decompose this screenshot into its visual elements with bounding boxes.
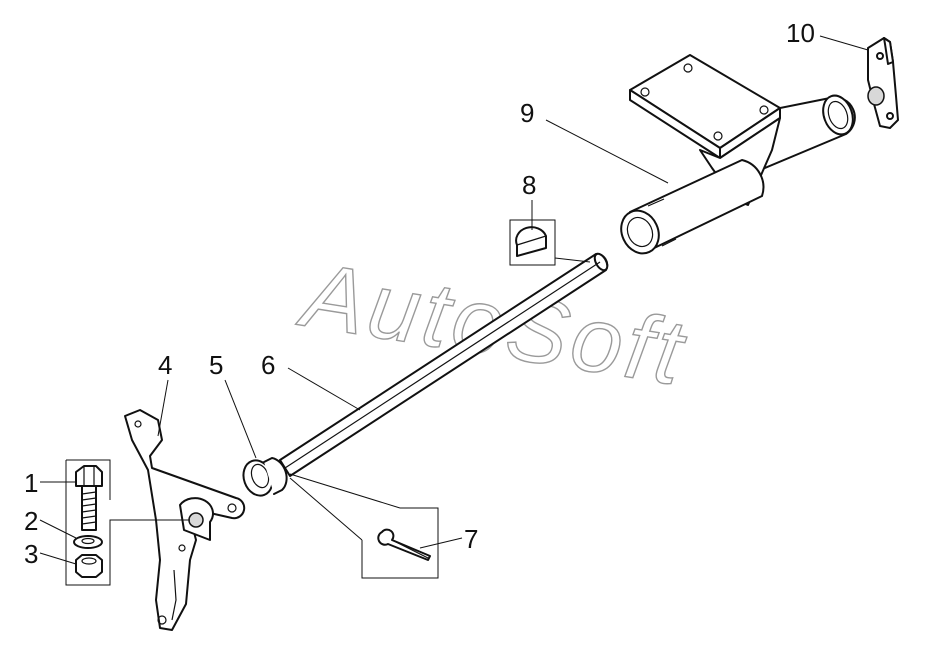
part-5-washer: [242, 457, 288, 497]
callout-5: 5: [209, 350, 223, 380]
callout-labels: 1 2 3 4 5 6 7 8 9 10: [24, 18, 815, 569]
part-7-cotter-pin: [361, 507, 439, 579]
leader-lines: [39, 35, 869, 565]
fastener-group: [65, 459, 190, 586]
part-6-shaft: [279, 252, 609, 477]
part-10-clip: [867, 37, 899, 129]
callout-9: 9: [520, 98, 534, 128]
callout-3: 3: [24, 539, 38, 569]
callout-8: 8: [522, 170, 536, 200]
callout-2: 2: [24, 506, 38, 536]
part-2-washer: [73, 535, 103, 549]
callout-1: 1: [24, 468, 38, 498]
part-9-bracket-tube: [620, 54, 856, 255]
callout-10: 10: [786, 18, 815, 48]
fastener-frame: [65, 459, 190, 586]
callout-7: 7: [464, 524, 478, 554]
part-1-bolt: [75, 465, 103, 531]
part-3-nut: [75, 554, 103, 578]
part-7-frame: [361, 507, 439, 579]
callout-4: 4: [158, 350, 172, 380]
part-8-key: [509, 219, 556, 266]
callout-6: 6: [261, 350, 275, 380]
